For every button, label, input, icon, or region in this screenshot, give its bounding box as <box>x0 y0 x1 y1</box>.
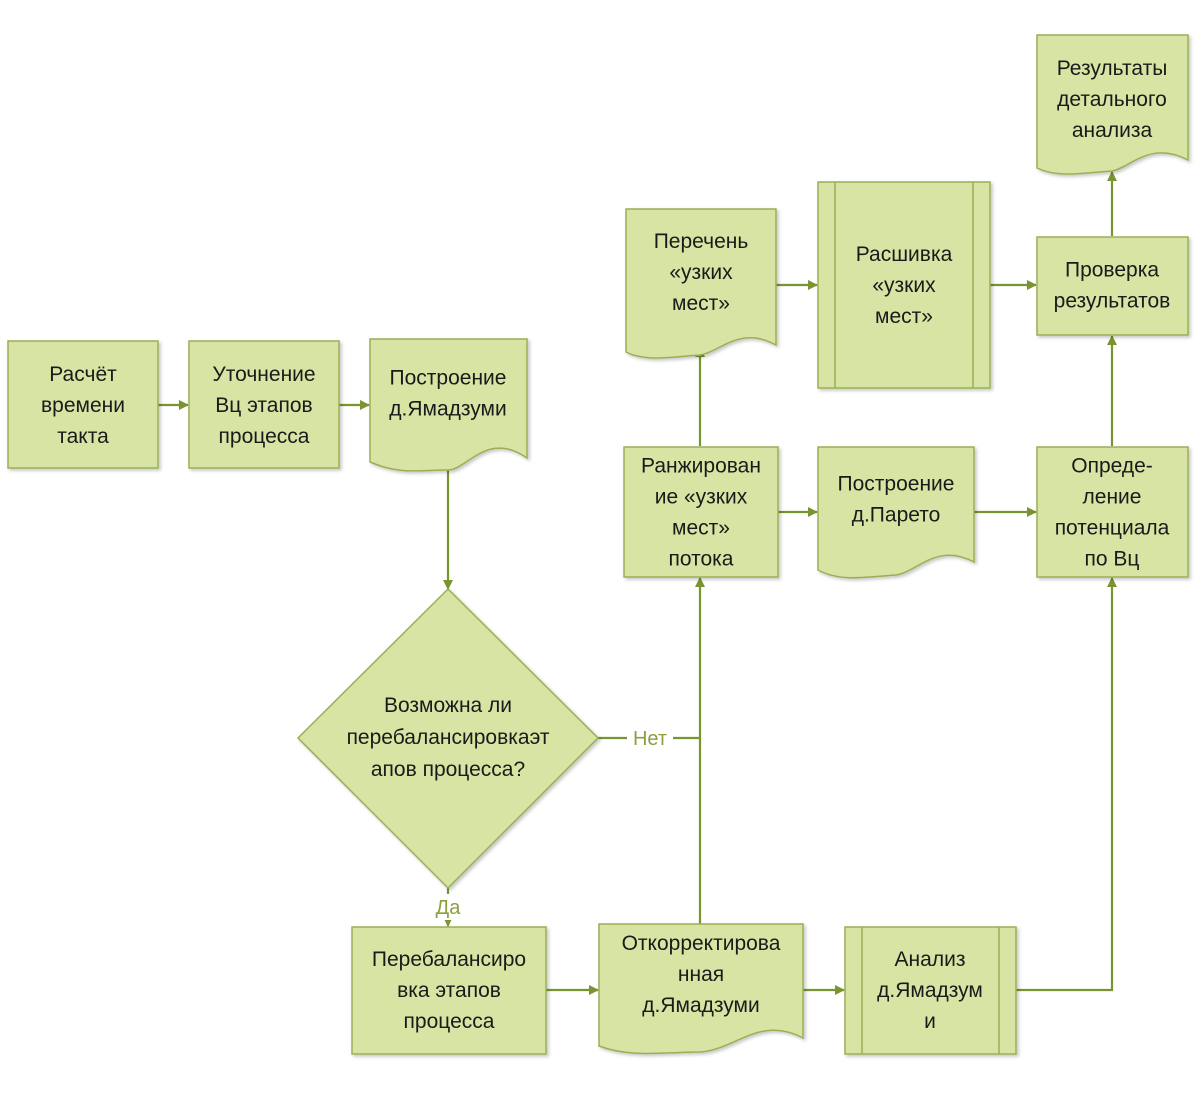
yam-label: Построение д.Ямадзуми <box>389 367 506 421</box>
list-label: Перечень «узких мест» <box>654 230 749 315</box>
connectors <box>158 171 1117 995</box>
takt-label: Расчёт времени такта <box>41 363 125 448</box>
analysis-label-line: Анализ <box>895 948 966 971</box>
potential-label-line: потенциала <box>1055 517 1170 540</box>
pareto-label-line: д.Парето <box>852 504 941 527</box>
ranking-label-line: Ранжирован <box>641 455 761 478</box>
takt-label-line: времени <box>41 394 125 417</box>
corrected-label-line: Откорректирова <box>622 932 781 955</box>
vc-label: Уточнение Вц этапов процесса <box>212 363 315 448</box>
results-document <box>1036 34 1189 175</box>
check-label-line: Проверка <box>1065 259 1159 282</box>
unfold-label: Расшивка «узких мест» <box>856 243 953 328</box>
decision-diamond <box>296 587 600 890</box>
yam-document <box>369 338 528 472</box>
potential-label: Опреде-ление потенциала по Вц <box>1055 455 1170 571</box>
analysis-label-line: д.Ямадзум <box>877 979 983 1002</box>
ranking-label-line: ие «узких <box>655 486 748 509</box>
takt-label-line: такта <box>57 425 109 448</box>
yes-label-bg <box>432 894 466 920</box>
decision-label-line: апов процесса? <box>371 758 525 781</box>
decision-label-line: Возможна ли <box>384 694 512 717</box>
results-label-line: анализа <box>1072 119 1153 142</box>
pareto-label: Построение д.Парето <box>838 473 955 527</box>
unfold-label-line: Расшивка <box>856 243 953 266</box>
results-label-line: детального <box>1057 88 1167 111</box>
list-label-line: мест» <box>672 292 730 315</box>
unfold-label-line: мест» <box>875 305 933 328</box>
ranking-box <box>623 446 779 578</box>
potential-label-line: ление <box>1083 486 1142 509</box>
yam-label-line: Построение <box>390 367 507 390</box>
rebal-label-line: вка этапов <box>397 979 501 1002</box>
edge-label-yes: Да <box>436 897 462 919</box>
analysis-subprocess <box>844 926 1017 1055</box>
pareto-label-line: Построение <box>838 473 955 496</box>
corrected-document <box>598 923 804 1055</box>
no-label-bg <box>627 726 673 750</box>
vc-label-line: Уточнение <box>212 363 315 386</box>
analysis-label: Анализ д.Ямадзум и <box>877 948 983 1033</box>
list-label-line: «узких <box>669 261 733 284</box>
rebal-label-line: процесса <box>404 1010 495 1033</box>
ranking-label-line: мест» <box>672 517 730 540</box>
ranking-label: Ранжирован ие «узких мест» потока <box>641 455 761 571</box>
edge-label-no: Нет <box>633 728 667 750</box>
subprocess-lines <box>834 182 1000 1054</box>
takt-label-line: Расчёт <box>49 363 117 386</box>
check-label-line: результатов <box>1054 290 1171 313</box>
vc-label-line: Вц этапов <box>215 394 312 417</box>
decision-label: Возможна ли перебалансировкаэт апов процес… <box>347 694 550 781</box>
potential-label-line: Опреде- <box>1071 455 1153 478</box>
yam-label-line: д.Ямадзуми <box>389 398 506 421</box>
decision-label-line: перебалансировкаэт <box>347 726 550 749</box>
results-label-line: Результаты <box>1057 57 1168 80</box>
edge-decision-no <box>598 577 705 740</box>
corrected-label-line: нная <box>678 963 724 986</box>
list-document <box>625 208 777 359</box>
list-label-line: Перечень <box>654 230 749 253</box>
rebal-label-line: Перебалансиро <box>372 948 526 971</box>
node-labels: Расчёт времени такта Уточнение Вц этапов про… <box>41 57 1170 1033</box>
unfold-subprocess <box>817 181 991 389</box>
ranking-label-line: потока <box>669 548 734 571</box>
potential-box <box>1036 446 1189 578</box>
rebal-box <box>351 926 547 1055</box>
rebal-label: Перебалансиро вка этапов процесса <box>372 948 526 1033</box>
analysis-label-line: и <box>924 1010 936 1033</box>
corrected-label-line: д.Ямадзуми <box>642 994 759 1017</box>
results-label: Результаты детального анализа <box>1057 57 1168 142</box>
corrected-label: Откорректирова нная д.Ямадзуми <box>622 932 781 1017</box>
unfold-label-line: «узких <box>872 274 936 297</box>
pareto-document <box>817 446 975 579</box>
vc-label-line: процесса <box>219 425 310 448</box>
check-label: Проверка результатов <box>1054 259 1171 313</box>
vc-box <box>188 340 340 469</box>
potential-label-line: по Вц <box>1085 548 1140 571</box>
takt-box <box>7 340 159 469</box>
shapes <box>7 34 1189 1055</box>
edge-analysis-to-potential <box>1016 577 1117 992</box>
check-box <box>1036 236 1189 336</box>
